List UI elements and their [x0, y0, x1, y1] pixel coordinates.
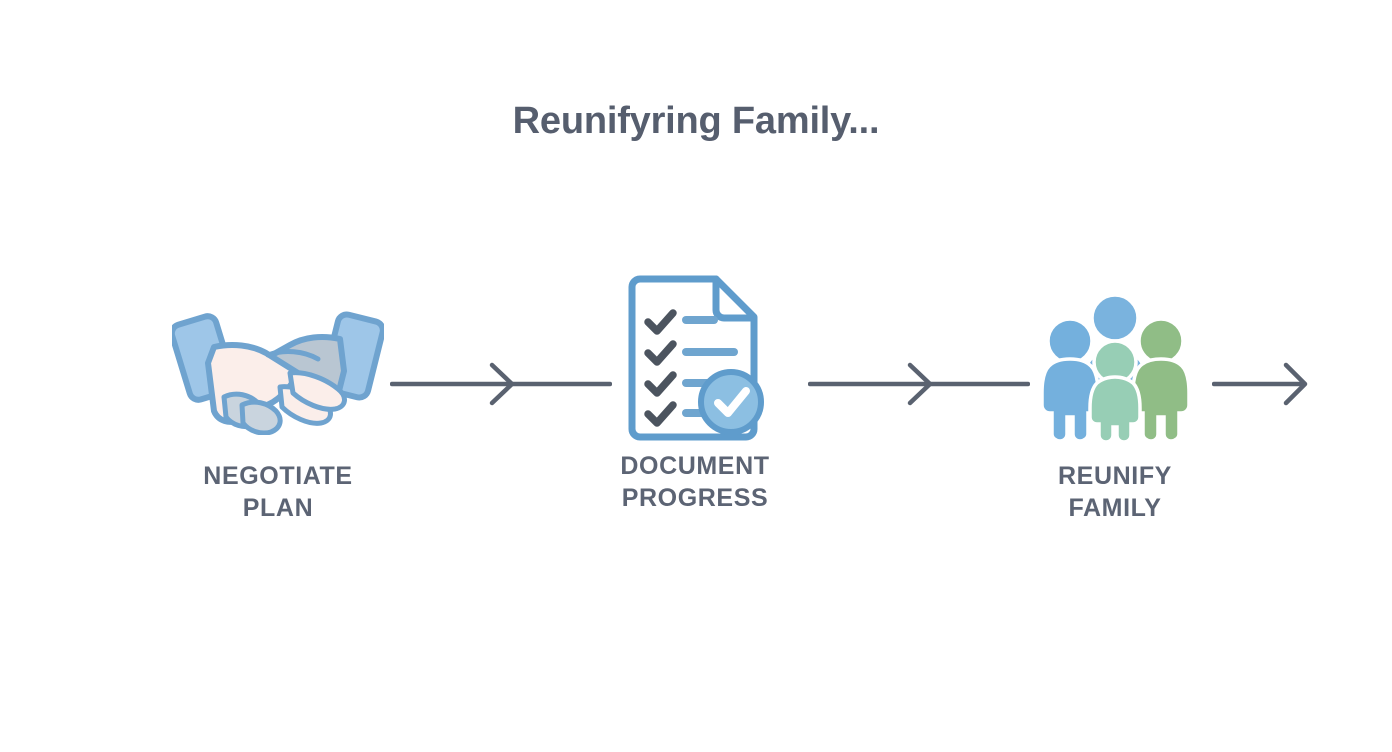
page-title: Reunifyring Family...: [512, 100, 880, 142]
document-check-marks: [644, 309, 677, 427]
document-fold-corner: [712, 275, 758, 322]
flow-arrow-3: [1211, 362, 1312, 406]
flow-step-negotiate-plan: NEGOTIATE PLAN: [148, 288, 408, 524]
document-icon-wrapper: [565, 275, 825, 441]
family-figure-right-adult: [1131, 317, 1191, 443]
arrow-right-mid-chevron-icon: [389, 362, 613, 406]
flow-step-label-reunify-family: REUNIFY FAMILY: [1058, 462, 1172, 522]
arrow-right-icon: [1211, 362, 1308, 406]
family-figure-child: [1088, 339, 1142, 443]
handshake-icon: [172, 311, 384, 435]
family-figure-left-adult: [1040, 317, 1100, 443]
flow-step-label-negotiate-plan: NEGOTIATE PLAN: [203, 462, 353, 522]
flow-step-label-document-progress: DOCUMENT PROGRESS: [620, 452, 770, 512]
handshake-icon-wrapper: [148, 288, 408, 448]
flow-arrow-2: [807, 362, 1031, 406]
document-approved-badge: [698, 369, 764, 435]
document-checklist-icon: [628, 275, 764, 441]
arrow-right-mid-chevron-icon: [807, 362, 1031, 406]
flow-arrow-1: [389, 362, 613, 406]
flow-step-document-progress: DOCUMENT PROGRESS: [565, 275, 825, 514]
flow-step-reunify-family: REUNIFY FAMILY: [985, 288, 1245, 524]
family-icon-wrapper: [985, 288, 1245, 448]
family-group-icon: [1040, 293, 1191, 443]
